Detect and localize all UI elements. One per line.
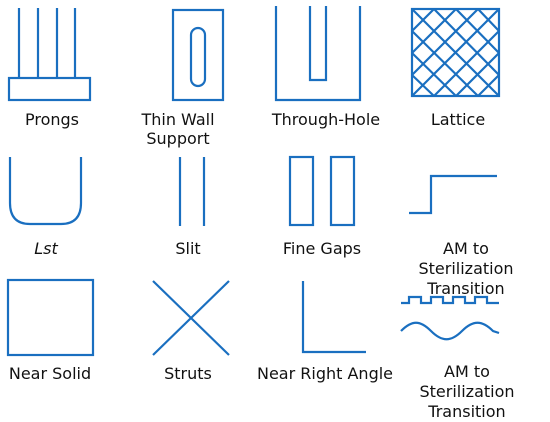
shape-legend-grid: Prongs Thin Wall Support Through-Hole La…: [6, 6, 515, 421]
label-through-hole: Through-Hole: [271, 110, 381, 129]
near-right-angle-icon: [301, 281, 366, 354]
prongs-icon: [7, 8, 92, 102]
label-slit: Slit: [175, 239, 201, 258]
label-near-right-angle: Near Right Angle: [256, 364, 394, 383]
fine-gaps-icon: [288, 155, 356, 227]
label-wave-transition: AM to Sterilization Transition: [419, 362, 515, 421]
label-struts: Struts: [164, 364, 212, 383]
step-transition-icon: [409, 174, 497, 215]
lst-icon: [8, 157, 83, 226]
struts-icon: [152, 280, 230, 356]
slit-icon: [178, 157, 206, 226]
lattice-icon: [410, 7, 501, 98]
near-solid-icon: [6, 278, 95, 357]
label-prongs: Prongs: [24, 110, 80, 129]
label-near-solid: Near Solid: [8, 364, 92, 383]
icon-layer: [6, 6, 501, 357]
thin-wall-support-icon: [171, 8, 225, 102]
through-hole-icon: [274, 6, 362, 102]
label-lattice: Lattice: [430, 110, 486, 129]
label-lst: Lst: [34, 239, 58, 258]
wave-transition-icon: [400, 295, 500, 341]
label-step-transition: AM to Sterilization Transition: [418, 239, 514, 298]
label-fine-gaps: Fine Gaps: [282, 239, 362, 258]
label-thin-wall-support: Thin Wall Support: [141, 110, 215, 148]
